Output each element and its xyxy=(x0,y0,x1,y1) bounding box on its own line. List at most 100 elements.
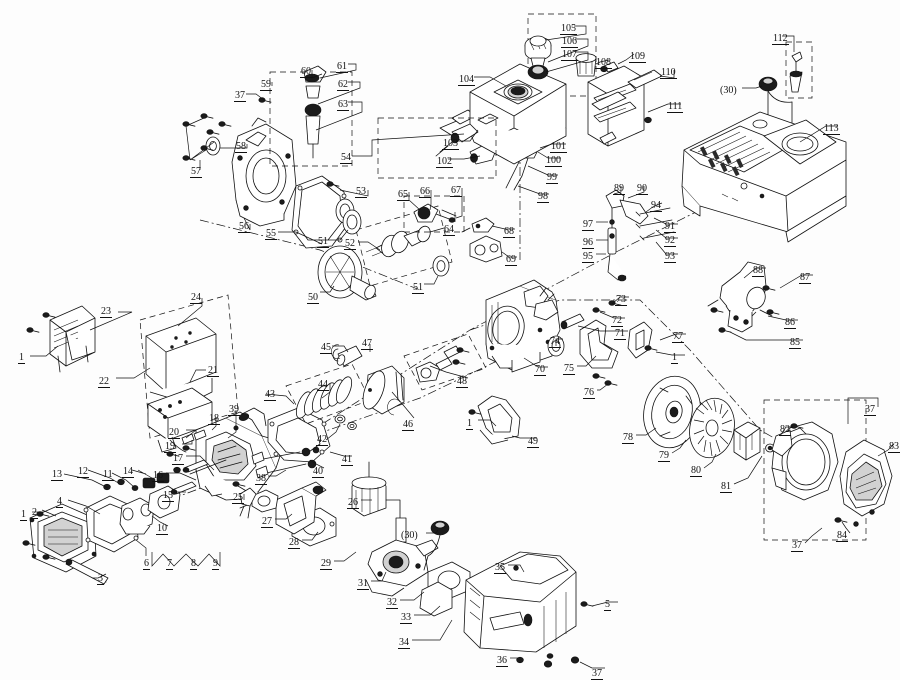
part-oil-sensor xyxy=(403,195,465,233)
callout-101: 101 xyxy=(550,141,567,153)
callout-108: 108 xyxy=(595,57,612,69)
callout-88: 88 xyxy=(752,265,764,277)
callout-75: 75 xyxy=(563,363,575,375)
callout-37: 37 xyxy=(864,404,876,416)
callout-69: 69 xyxy=(505,254,517,266)
callout-66: 66 xyxy=(419,186,431,198)
callout-54: 54 xyxy=(340,152,352,164)
part-oil-drain xyxy=(377,117,497,179)
callout-23: 23 xyxy=(100,306,112,318)
callout-92: 92 xyxy=(664,235,676,247)
part-crankshaft xyxy=(355,205,453,287)
callout-34: 34 xyxy=(398,637,410,649)
callout-100: 100 xyxy=(545,155,562,167)
callout-12: 12 xyxy=(77,466,89,478)
callout-14: 14 xyxy=(122,466,134,478)
callout-97: 97 xyxy=(582,219,594,231)
callout-33: 33 xyxy=(400,612,412,624)
callout-15: 15 xyxy=(162,490,174,502)
callout-37: 37 xyxy=(791,540,803,552)
callout-63: 63 xyxy=(337,99,349,111)
callout-94: 94 xyxy=(650,200,662,212)
part-piston-rings xyxy=(285,363,371,425)
callout-11: 11 xyxy=(102,469,114,481)
callout-113: 113 xyxy=(823,123,840,135)
callout-45: 45 xyxy=(320,342,332,354)
callout-111: 111 xyxy=(667,101,684,113)
callout-55: 55 xyxy=(265,228,277,240)
callout-80: 80 xyxy=(690,465,702,477)
callout-78: 78 xyxy=(622,432,634,444)
callout-64: 64 xyxy=(443,224,455,236)
callout-89: 89 xyxy=(613,183,625,195)
callout-1: 1 xyxy=(466,418,473,430)
callout-74: 74 xyxy=(549,336,561,348)
callout-105: 105 xyxy=(560,23,577,35)
part-heat-shield xyxy=(26,305,96,373)
part-governor-arm-68 xyxy=(461,217,495,233)
part-governor-69 xyxy=(469,235,503,263)
callout-71: 71 xyxy=(614,328,626,340)
part-bracket-77 xyxy=(627,321,658,359)
part-control-panel xyxy=(587,61,663,147)
callout-79: 79 xyxy=(658,450,670,462)
callout-13: 13 xyxy=(51,469,63,481)
part-oil-fill xyxy=(258,65,353,167)
callout-26: 26 xyxy=(347,497,359,509)
callout-109: 109 xyxy=(629,51,646,63)
callout-27: 27 xyxy=(261,516,273,528)
callout-52: 52 xyxy=(344,238,356,250)
callout-61: 61 xyxy=(336,61,348,73)
part-bracket-75 xyxy=(579,319,619,386)
callout-30: (30) xyxy=(720,85,737,96)
callout-40: 40 xyxy=(312,466,324,478)
callout-85: 85 xyxy=(789,337,801,349)
callout-36: 36 xyxy=(496,655,508,667)
callout-62: 62 xyxy=(337,79,349,91)
part-pushrods xyxy=(169,429,207,453)
callout-110: 110 xyxy=(660,67,677,79)
callout-49: 49 xyxy=(527,436,539,448)
callout-82: 82 xyxy=(779,424,791,436)
callout-22: 22 xyxy=(98,376,110,388)
callout-76: 76 xyxy=(583,387,595,399)
callout-42: 42 xyxy=(316,434,328,446)
callout-51: 51 xyxy=(412,282,424,294)
callout-58: 58 xyxy=(235,141,247,153)
callout-16: 16 xyxy=(152,470,164,482)
part-connecting-rod xyxy=(403,333,487,391)
callout-5: 5 xyxy=(604,599,611,611)
callout-106: 106 xyxy=(561,36,578,48)
callout-30: (30) xyxy=(401,530,418,541)
part-air-filter-housing xyxy=(463,551,577,653)
part-valve-train-parts xyxy=(103,445,227,495)
callout-96: 96 xyxy=(582,237,594,249)
callout-53: 53 xyxy=(355,186,367,198)
callout-1: 1 xyxy=(671,352,678,364)
part-insulator-28 xyxy=(275,481,327,535)
part-cylinder-block xyxy=(485,279,561,373)
part-starter-cup xyxy=(733,421,761,461)
callout-17: 17 xyxy=(172,453,184,465)
callout-112: 112 xyxy=(772,33,789,45)
callout-1: 1 xyxy=(18,352,25,364)
callout-91: 91 xyxy=(664,221,676,233)
callout-31: 31 xyxy=(357,578,369,590)
callout-8: 8 xyxy=(190,558,197,570)
callout-1: 1 xyxy=(20,509,27,521)
part-lead-30 xyxy=(423,520,450,571)
part-governor-linkage xyxy=(605,189,675,282)
callout-72: 72 xyxy=(611,315,623,327)
callout-95: 95 xyxy=(582,251,594,263)
part-flywheel xyxy=(643,375,701,449)
callout-10: 10 xyxy=(156,523,168,535)
part-air-cleaner-box xyxy=(139,294,239,453)
callout-18: 18 xyxy=(208,413,220,425)
callout-29: 29 xyxy=(320,558,332,570)
callout-104: 104 xyxy=(458,74,475,86)
callout-90: 90 xyxy=(636,183,648,195)
callout-35: 35 xyxy=(494,562,506,574)
callout-81: 81 xyxy=(720,481,732,493)
